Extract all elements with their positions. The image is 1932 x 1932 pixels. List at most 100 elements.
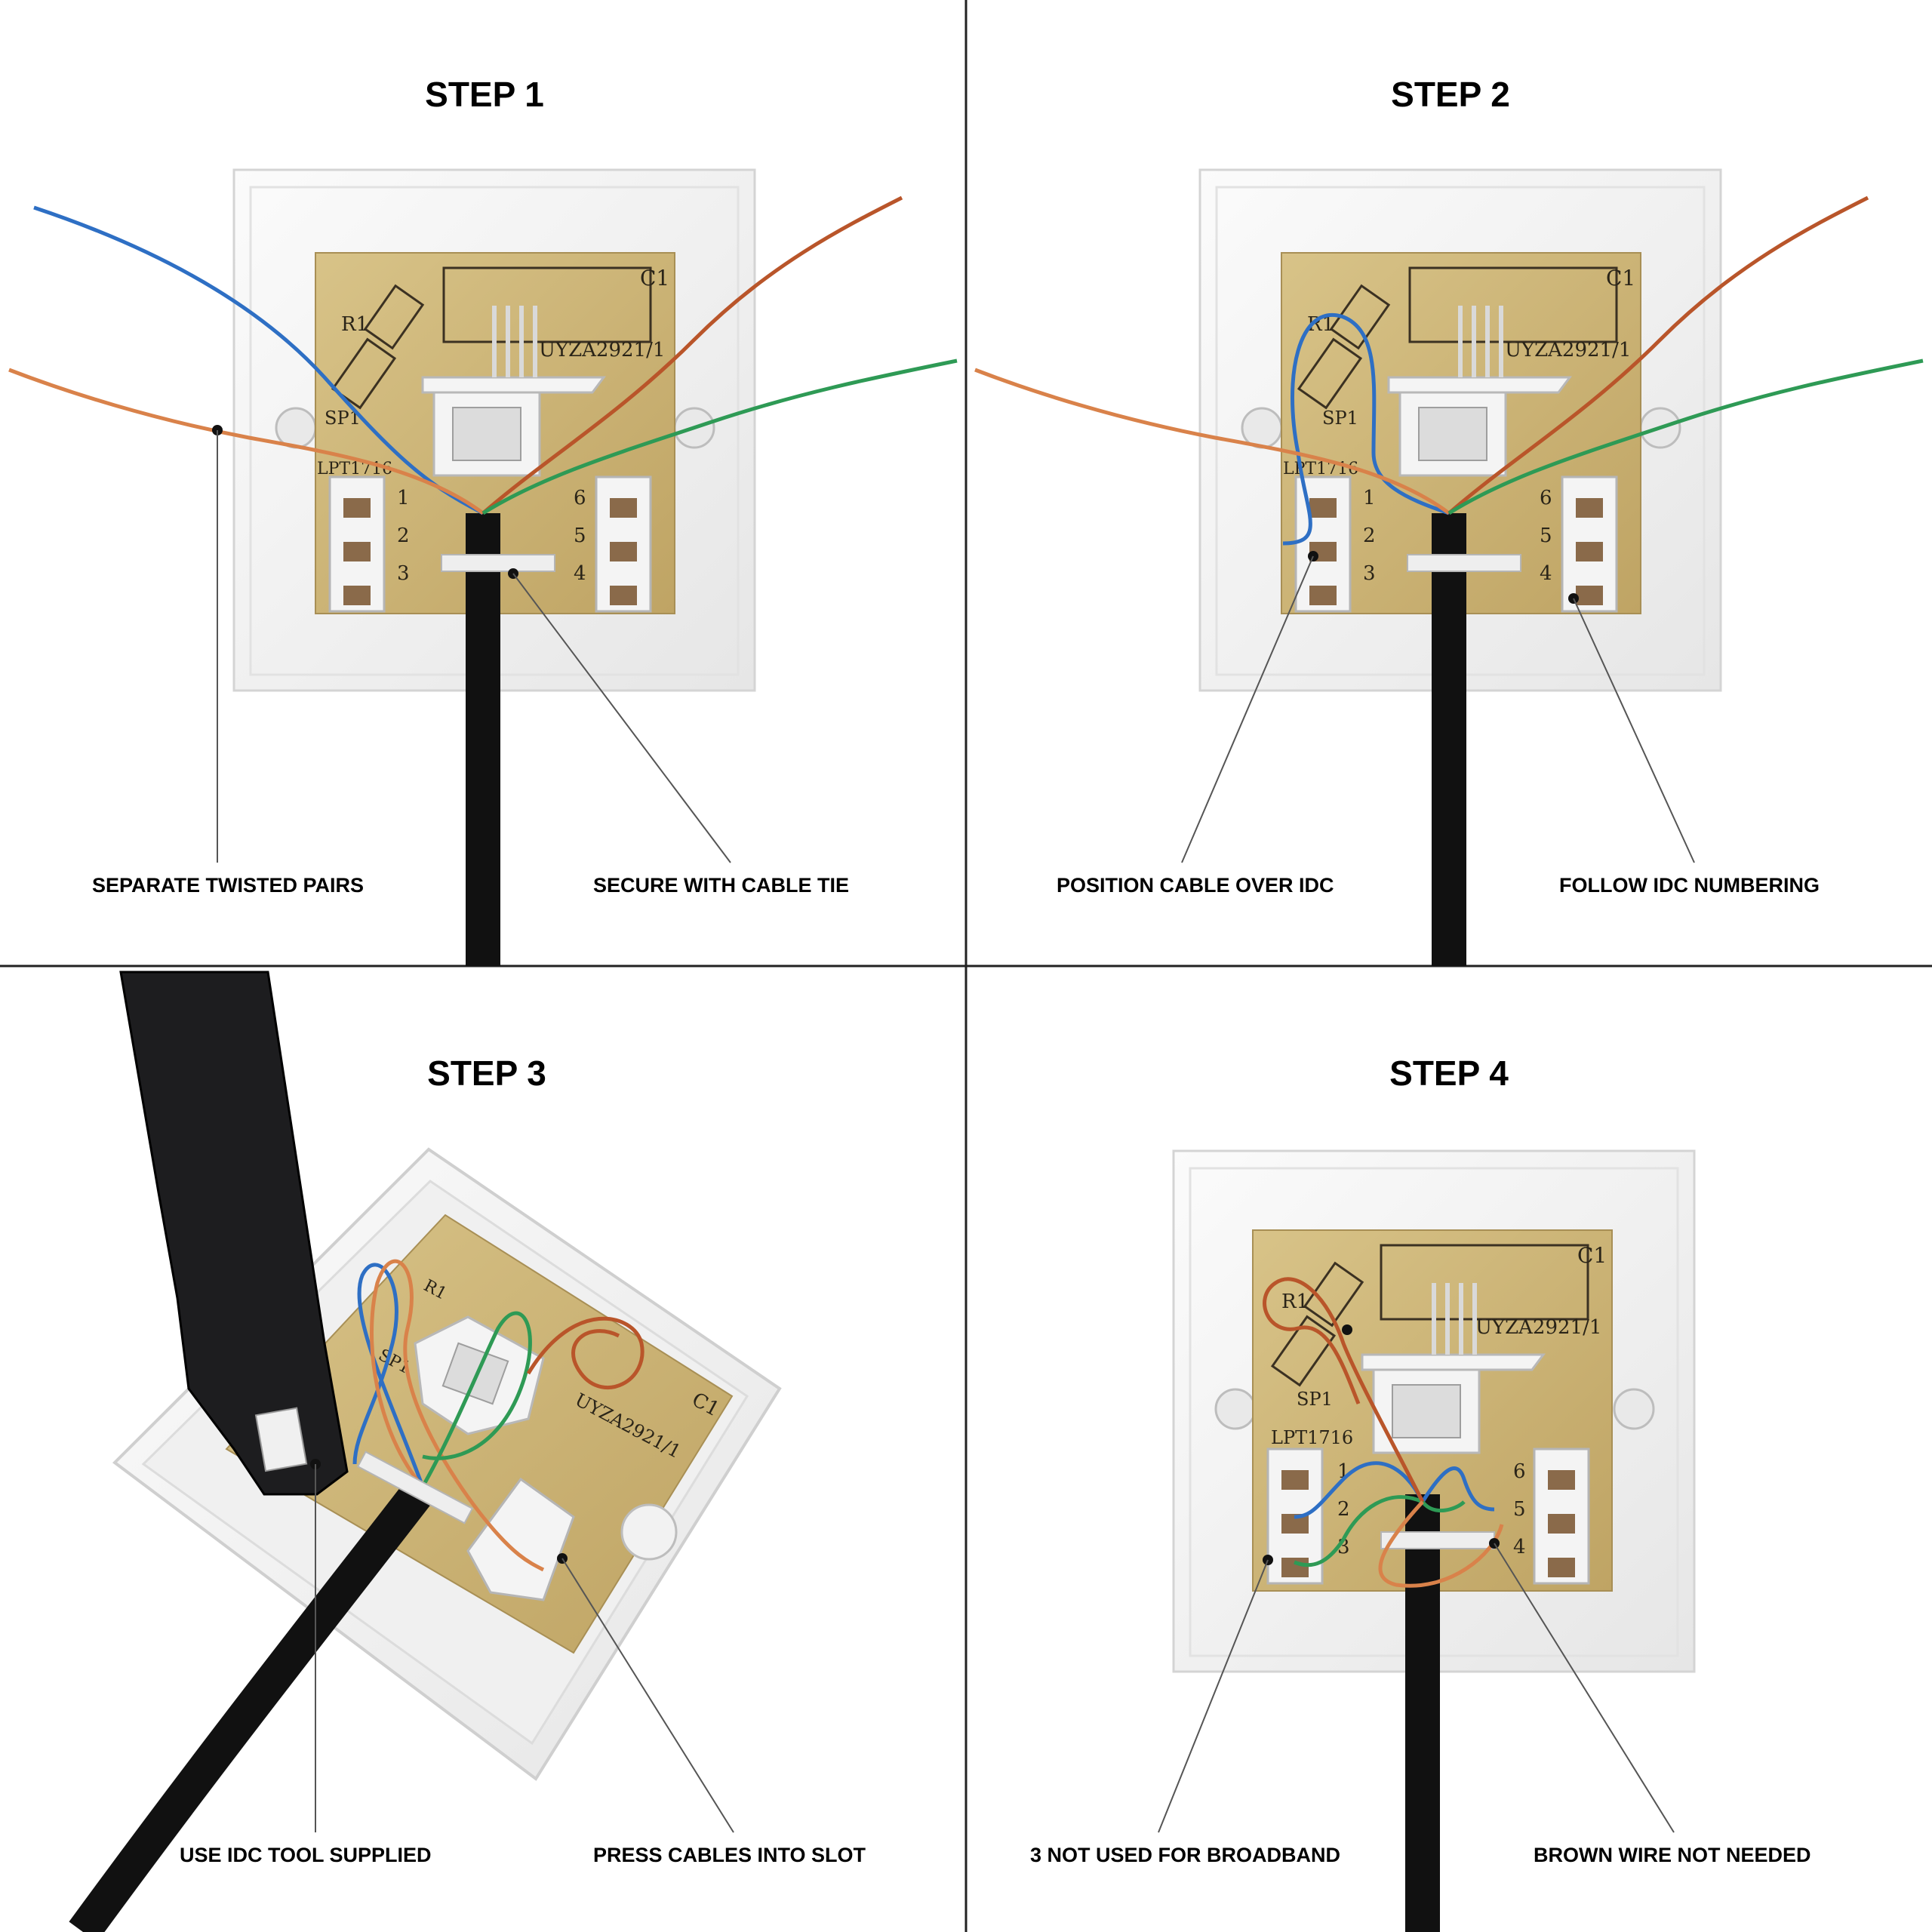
screw-hole-left — [1241, 407, 1283, 449]
wire-blue — [352, 1263, 425, 1487]
svg-text:2: 2 — [1337, 1498, 1350, 1521]
callout-line-slot — [561, 1558, 734, 1833]
wire-green — [1294, 1495, 1424, 1567]
screw-hole-right — [1613, 1388, 1655, 1430]
wire-orange — [370, 1259, 545, 1572]
wire-brown — [526, 1316, 645, 1389]
label-part-number: UYZA2921/1 — [539, 339, 665, 361]
svg-text:3: 3 — [397, 562, 410, 585]
terminal-numbers-right: 6 5 4 — [1540, 487, 1552, 585]
svg-text:4: 4 — [1513, 1536, 1526, 1558]
wire-green-white — [1421, 1500, 1466, 1513]
wire-brown — [481, 195, 903, 515]
master-socket — [1387, 306, 1572, 477]
svg-text:6: 6 — [1513, 1460, 1526, 1483]
caption-idc-tool: USE IDC TOOL SUPPLIED — [180, 1844, 432, 1866]
wire-blue-white — [1420, 1466, 1495, 1512]
idc-block-right — [1561, 475, 1618, 613]
label-c1: C1 — [1606, 266, 1635, 291]
wire-brown-coiled — [1263, 1277, 1425, 1503]
label-sp1: SP1 — [1322, 408, 1358, 429]
label-r1: R1 — [1281, 1291, 1309, 1313]
cable-tie — [356, 1451, 474, 1524]
terminal-numbers-left: 1 2 3 — [1363, 487, 1376, 585]
idc-tool-tip — [254, 1407, 308, 1472]
caption-position-cable: POSITION CABLE OVER IDC — [1057, 874, 1334, 897]
wire-orange — [8, 368, 485, 515]
panel-1-illustration: C1 R1 UYZA2921/1 SP1 LPT1716 — [8, 168, 958, 966]
cable-tie — [441, 554, 555, 572]
idc-block-left — [1294, 475, 1352, 613]
panel-2-illustration: C1 R1 UYZA2921/1 SP1 LPT1716 — [974, 168, 1924, 966]
master-socket — [1361, 1283, 1546, 1454]
svg-text:1: 1 — [397, 487, 410, 509]
idc-block-right — [1533, 1447, 1590, 1585]
master-socket — [421, 306, 606, 477]
caption-cable-tie: SECURE WITH CABLE TIE — [593, 874, 850, 897]
resistor-r1 — [1270, 1261, 1364, 1387]
label-lpt: LPT1716 — [1283, 460, 1358, 478]
idc-block-right — [595, 475, 652, 613]
callout-line-numbering — [1573, 598, 1695, 863]
terminal-numbers-left: 1 2 3 — [397, 487, 410, 585]
svg-text:1: 1 — [1363, 487, 1376, 509]
svg-text:3: 3 — [1363, 562, 1376, 585]
screw-hole-left — [1214, 1388, 1257, 1430]
svg-text:2: 2 — [1363, 525, 1376, 547]
step-4-title: STEP 4 — [1389, 1054, 1509, 1093]
idc-block-left — [328, 475, 386, 613]
svg-text:5: 5 — [1540, 525, 1552, 547]
wire-green — [420, 1311, 532, 1488]
terminal-numbers-right: 6 5 4 — [574, 487, 586, 585]
wire-blue — [33, 205, 485, 515]
wire-brown — [1447, 195, 1869, 515]
svg-text:2: 2 — [397, 525, 410, 547]
wire-blue — [1294, 1461, 1425, 1519]
label-lpt: LPT1716 — [1271, 1427, 1353, 1448]
wire-green — [1447, 358, 1924, 515]
wire-orange — [974, 368, 1451, 515]
screw-post — [620, 1503, 678, 1561]
callout-line-cable-tie — [512, 573, 731, 863]
idc-tool — [119, 971, 349, 1496]
terminal-numbers-right: 6 5 4 — [1513, 1460, 1526, 1558]
callout-line-position — [1181, 555, 1314, 863]
svg-text:6: 6 — [574, 487, 586, 509]
label-part-number: UYZA2921/1 — [1475, 1316, 1601, 1339]
caption-not-used: 3 NOT USED FOR BROADBAND — [1030, 1844, 1341, 1866]
svg-text:4: 4 — [1540, 562, 1552, 585]
svg-text:5: 5 — [574, 525, 586, 547]
circuit-board — [225, 1214, 734, 1654]
label-r1: R1 — [341, 313, 368, 336]
cable-tie — [1407, 554, 1521, 572]
label-part-number: UYZA2921/1 — [1505, 339, 1631, 361]
label-sp1: SP1 — [1297, 1389, 1333, 1410]
caption-separate-pairs: SEPARATE TWISTED PAIRS — [92, 874, 365, 897]
resistor-r1 — [331, 284, 425, 410]
telephone-cable — [69, 1475, 437, 1932]
step-2-title: STEP 2 — [1391, 75, 1510, 114]
wire-orange — [1378, 1500, 1504, 1588]
svg-text:4: 4 — [574, 562, 586, 585]
panel-3-illustration: UYZA2921/1 C1 SP1 R1 — [69, 971, 782, 1932]
step-1-title: STEP 1 — [425, 75, 544, 114]
svg-text:6: 6 — [1540, 487, 1552, 509]
caption-brown-wire: BROWN WIRE NOT NEEDED — [1534, 1844, 1811, 1866]
label-c1: C1 — [1577, 1243, 1607, 1268]
screw-hole-left — [275, 407, 317, 449]
label-lpt: LPT1716 — [317, 460, 392, 478]
svg-text:5: 5 — [1513, 1498, 1526, 1521]
wire-green — [481, 358, 958, 515]
wire-blue — [1282, 313, 1450, 546]
cable-tie — [1380, 1531, 1495, 1549]
callout-line-unused — [1158, 1559, 1269, 1833]
callout-line-brown — [1494, 1543, 1675, 1833]
caption-idc-numbering: FOLLOW IDC NUMBERING — [1559, 874, 1820, 897]
step-3-title: STEP 3 — [427, 1054, 546, 1093]
caption-press-cables: PRESS CABLES INTO SLOT — [593, 1844, 866, 1866]
panel-4-illustration: C1 R1 UYZA2921/1 SP1 LPT1716 — [1158, 1149, 1696, 1932]
label-c1: C1 — [640, 266, 669, 291]
resistor-r1 — [1297, 284, 1391, 410]
